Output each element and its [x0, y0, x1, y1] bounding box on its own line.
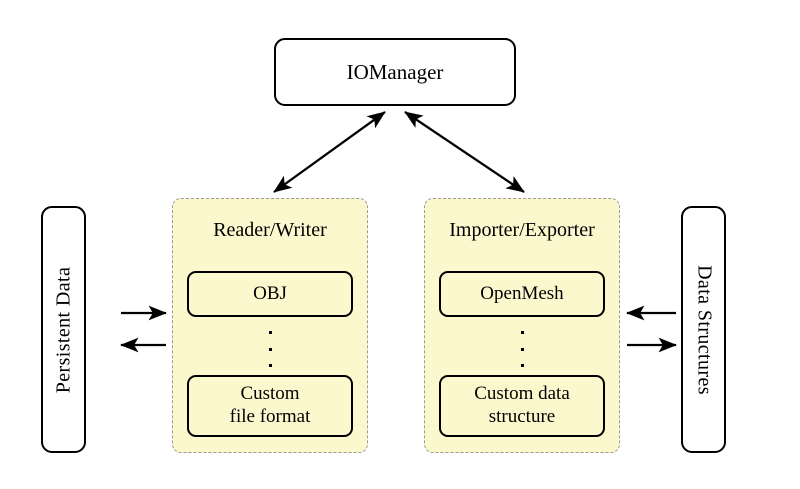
vertical-dots-icon	[425, 331, 619, 367]
node-data-structures[interactable]: Data Structures	[681, 206, 726, 453]
group-importer-exporter[interactable]: Importer/Exporter OpenMesh Custom data s…	[424, 198, 620, 453]
node-openmesh[interactable]: OpenMesh	[439, 271, 605, 317]
node-custom-file-format-line2: file format	[229, 406, 311, 427]
node-custom-file-format[interactable]: Custom file format	[187, 375, 353, 437]
node-custom-data-structure-line1: Custom data	[474, 383, 570, 405]
arrow-manager-importerexporter	[404, 111, 525, 193]
group-reader-writer[interactable]: Reader/Writer OBJ Custom file format	[172, 198, 368, 453]
node-data-structures-label: Data Structures	[693, 264, 715, 395]
node-iomanager-label: IOManager	[346, 59, 444, 84]
node-persistent-data[interactable]: Persistent Data	[41, 206, 86, 453]
vertical-dots-icon	[173, 331, 367, 367]
arrow-manager-readerwriter	[273, 111, 386, 193]
node-obj[interactable]: OBJ	[187, 271, 353, 317]
node-obj-label: OBJ	[253, 282, 287, 304]
node-openmesh-label: OpenMesh	[480, 282, 564, 304]
group-reader-writer-title: Reader/Writer	[213, 219, 327, 241]
node-iomanager[interactable]: IOManager	[274, 38, 516, 106]
node-custom-data-structure[interactable]: Custom data structure	[439, 375, 605, 437]
node-persistent-data-label: Persistent Data	[52, 266, 74, 393]
node-custom-data-structure-label: Custom data structure	[474, 383, 570, 429]
node-custom-data-structure-line2: structure	[488, 406, 556, 427]
node-custom-file-format-label: Custom file format	[230, 383, 311, 429]
node-custom-file-format-line1: Custom	[240, 383, 300, 405]
group-importer-exporter-title: Importer/Exporter	[449, 219, 595, 241]
